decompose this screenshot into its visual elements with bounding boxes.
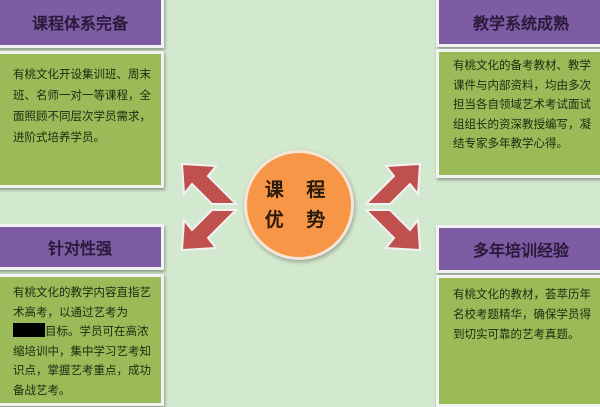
left-double-arrow-icon bbox=[180, 162, 239, 252]
panel-body-targeted: 有桃文化的教学内容直指艺术高考，以通过艺考为目标。学员可在高浓缩培训中，集中学习… bbox=[0, 274, 164, 406]
center-label-line2: 优 势 bbox=[264, 209, 334, 231]
panel-body-teaching-system: 有桃文化的备考教材、教学课件与内部资料，均由多次担当各自领域艺术考试面试组组长的… bbox=[436, 49, 600, 178]
center-label-line1: 课 程 bbox=[264, 179, 334, 201]
panel-text: 有桃文化的教材，荟萃历年名校考题精华，确保学员得到切实可靠的艺考真题。 bbox=[453, 287, 591, 341]
panel-title-text: 课程体系完备 bbox=[31, 14, 128, 33]
panel-text: 有桃文化开设集训班、周末班、名师一对一等课程，全面照顾不同层次学员需求，进阶式培… bbox=[13, 67, 151, 144]
panel-text: 有桃文化的备考教材、教学课件与内部资料，均由多次担当各自领域艺术考试面试组组长的… bbox=[453, 58, 591, 150]
panel-text: 有桃文化的教学内容直指艺术高考，以通过艺考为 bbox=[13, 285, 151, 319]
panel-title-teaching-system: 教学系统成熟 bbox=[436, 0, 600, 47]
panel-text: 目标。学员可在高浓缩培训中，集中学习艺考知识点，掌握艺考重点，成功备战艺考。 bbox=[13, 324, 151, 397]
panel-title-text: 针对性强 bbox=[47, 239, 112, 258]
panel-body-course-system: 有桃文化开设集训班、周末班、名师一对一等课程，全面照顾不同层次学员需求，进阶式培… bbox=[0, 51, 164, 188]
center-circle: 课 程 优 势 bbox=[244, 150, 354, 260]
panel-title-text: 教学系统成熟 bbox=[472, 13, 569, 33]
panel-title-course-system: 课程体系完备 bbox=[0, 0, 164, 48]
panel-title-experience: 多年培训经验 bbox=[436, 225, 600, 273]
panel-title-targeted: 针对性强 bbox=[0, 224, 164, 270]
panel-body-experience: 有桃文化的教材，荟萃历年名校考题精华，确保学员得到切实可靠的艺考真题。 bbox=[436, 275, 600, 407]
panel-title-text: 多年培训经验 bbox=[472, 241, 569, 260]
right-double-arrow-icon bbox=[363, 162, 422, 252]
redaction-block bbox=[13, 323, 45, 337]
